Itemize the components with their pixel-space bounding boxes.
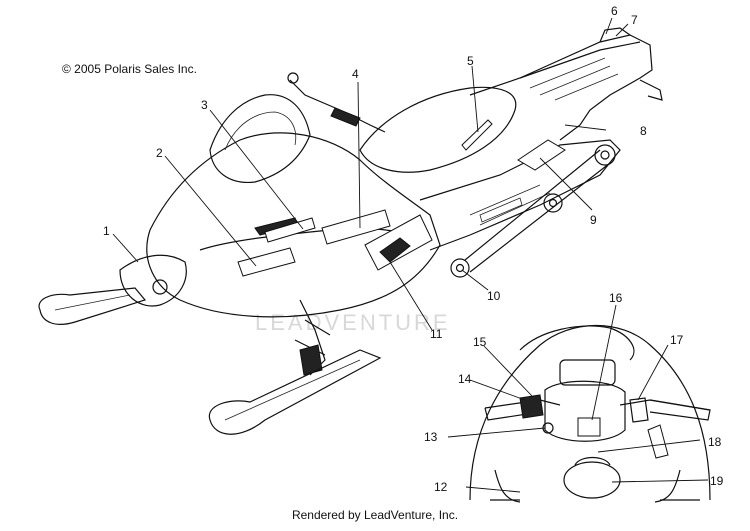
callout-11: 11 bbox=[430, 327, 443, 341]
leader-lines bbox=[112, 17, 709, 493]
decal-4-shape bbox=[321, 209, 391, 245]
callout-7: 7 bbox=[631, 13, 638, 27]
decal-3-shape bbox=[264, 217, 316, 243]
callout-12: 12 bbox=[434, 480, 448, 494]
callout-6: 6 bbox=[611, 4, 618, 18]
callout-2: 2 bbox=[156, 146, 163, 160]
callout-17: 17 bbox=[670, 333, 684, 347]
vent-dots bbox=[479, 197, 523, 223]
credit-text: Rendered by LeadVenture, Inc. bbox=[291, 508, 459, 522]
callout-10: 10 bbox=[487, 289, 501, 303]
callout-14: 14 bbox=[458, 372, 472, 386]
callout-numbers: 1 2 3 4 5 6 7 8 9 10 11 12 13 14 15 16 1… bbox=[103, 4, 724, 494]
cockpit-inset bbox=[469, 324, 711, 503]
copyright-text: © 2005 Polaris Sales Inc. bbox=[62, 62, 197, 76]
callout-4: 4 bbox=[352, 67, 359, 81]
decal-2-shape bbox=[237, 247, 296, 277]
snowmobile-illustration bbox=[38, 27, 663, 435]
decal-5-shape bbox=[461, 119, 493, 151]
callout-1: 1 bbox=[103, 224, 110, 238]
callout-13: 13 bbox=[424, 430, 438, 444]
callout-16: 16 bbox=[609, 291, 623, 305]
decal-16-shape bbox=[577, 417, 601, 437]
callout-3: 3 bbox=[201, 98, 208, 112]
callout-18: 18 bbox=[708, 435, 722, 449]
callout-19: 19 bbox=[710, 474, 724, 488]
callout-5: 5 bbox=[467, 54, 474, 68]
watermark: LEADVENTURE bbox=[255, 310, 451, 335]
callout-8: 8 bbox=[640, 124, 647, 138]
decal-9-shape bbox=[517, 139, 566, 171]
callout-15: 15 bbox=[473, 335, 487, 349]
callout-9: 9 bbox=[590, 213, 597, 227]
